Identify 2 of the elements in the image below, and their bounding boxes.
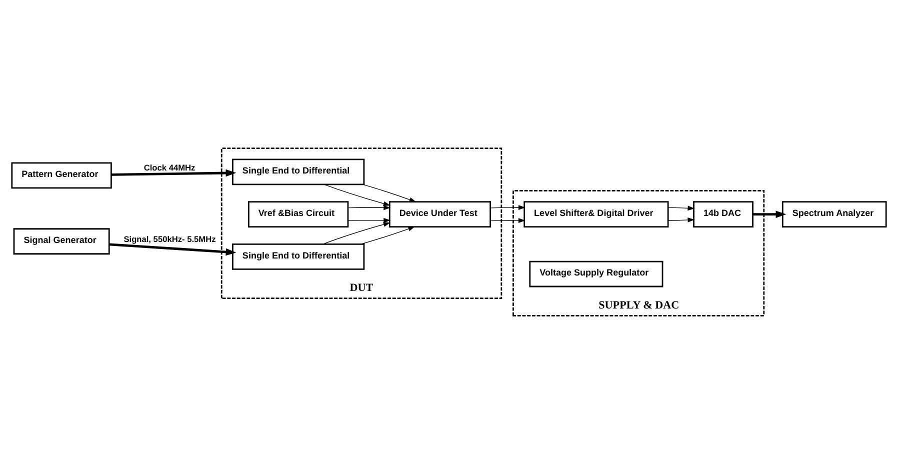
edge-label: Signal, 550kHz- 5.5MHz	[124, 233, 216, 244]
edge-label: Clock 44MHz	[144, 162, 196, 172]
